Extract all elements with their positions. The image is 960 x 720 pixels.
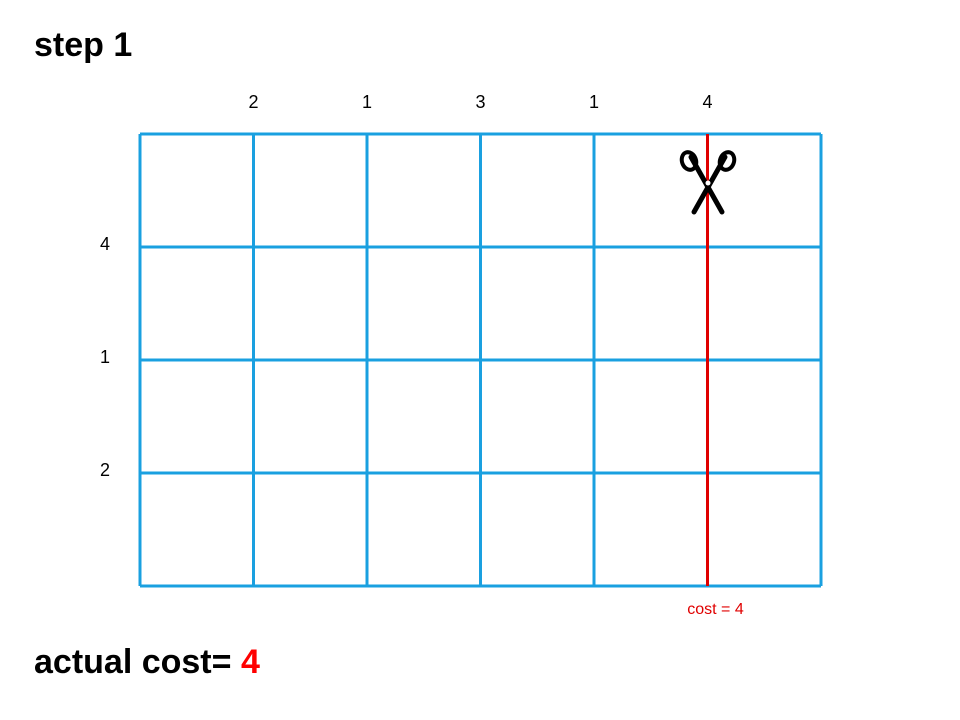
- actual-cost: actual cost= 4: [34, 645, 260, 679]
- column-cost-label: 1: [362, 92, 372, 112]
- column-cost-label: 2: [248, 92, 258, 112]
- column-cost-label: 1: [589, 92, 599, 112]
- cut-layer: cost = 4: [687, 134, 744, 618]
- column-cost-labels: 2 1 3 1 4: [248, 92, 712, 112]
- scissors-icon: [679, 150, 737, 215]
- actual-cost-value: 4: [240, 643, 260, 681]
- cut-cost-label: cost = 4: [687, 601, 744, 618]
- actual-cost-label: actual cost=: [34, 643, 232, 681]
- step-title: step 1: [34, 26, 133, 64]
- row-cost-labels: 4 1 2: [100, 234, 110, 480]
- row-cost-label: 2: [100, 460, 110, 480]
- column-cost-label: 3: [475, 92, 485, 112]
- row-cost-label: 4: [100, 234, 110, 254]
- column-cost-label: 4: [702, 92, 712, 112]
- row-cost-label: 1: [100, 347, 110, 367]
